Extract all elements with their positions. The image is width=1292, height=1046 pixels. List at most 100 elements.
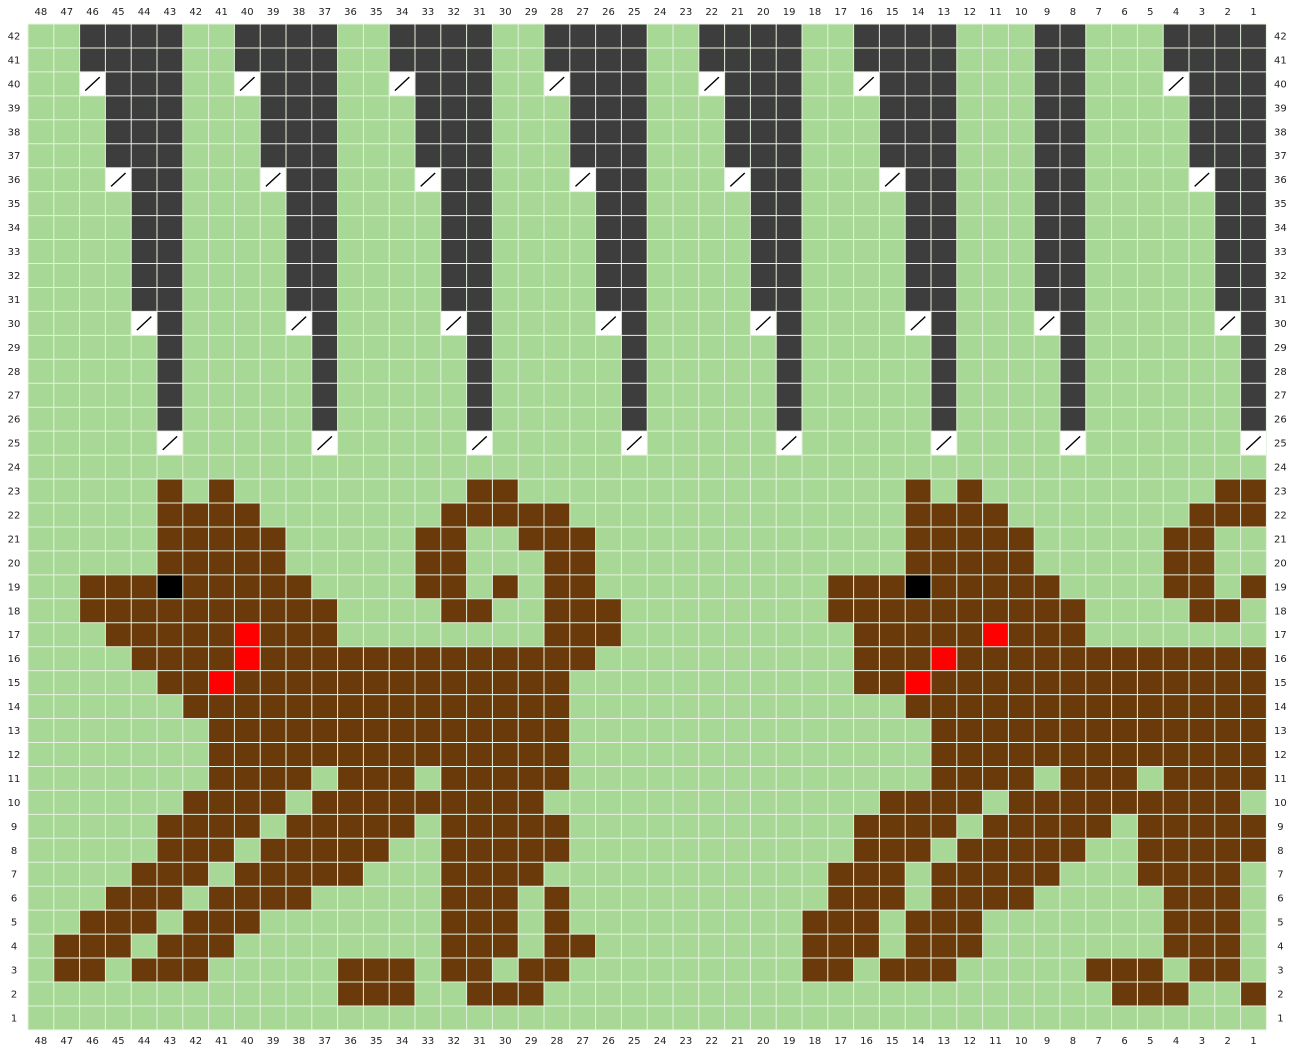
stitch-B [983,551,1009,575]
stitch-B [1137,671,1163,695]
row-label-left: 7 [11,870,17,881]
row-label-right: 24 [1274,463,1287,474]
stitch-B [1241,695,1267,719]
stitch-B [363,719,389,743]
stitch-B [286,838,312,862]
stitch-D [467,72,493,96]
stitch-B [1008,743,1034,767]
stitch-B [363,671,389,695]
stitch-B [286,743,312,767]
stitch-D [621,96,647,120]
stitch-B [492,934,518,958]
stitch-B [596,623,622,647]
stitch-B [1008,838,1034,862]
stitch-B [931,790,957,814]
stitch-B [338,743,364,767]
stitch-B [467,503,493,527]
stitch-D [879,96,905,120]
stitch-B [983,838,1009,862]
stitch-B [157,862,183,886]
stitch-B [1112,958,1138,982]
stitch-B [905,790,931,814]
row-label-left: 19 [8,582,21,593]
stitch-D [931,48,957,72]
stitch-B [931,719,957,743]
column-label-top: 45 [112,7,125,18]
stitch-B [183,623,209,647]
stitch-B [1241,575,1267,599]
stitch-B [854,814,880,838]
stitch-B [441,910,467,934]
stitch-B [544,910,570,934]
stitch-B [931,503,957,527]
stitch-B [183,934,209,958]
stitch-B [209,599,235,623]
stitch-B [105,599,131,623]
stitch-B [983,503,1009,527]
stitch-B [1034,647,1060,671]
stitch-D [750,72,776,96]
column-label-bottom: 16 [860,1036,873,1046]
stitch-B [931,671,957,695]
stitch-B [234,575,260,599]
stitch-B [1060,647,1086,671]
stitch-B [183,814,209,838]
stitch-D [596,192,622,216]
stitch-B [260,719,286,743]
stitch-D [1060,287,1086,311]
stitch-B [1189,934,1215,958]
stitch-D [931,192,957,216]
stitch-B [260,527,286,551]
stitch-B [1060,790,1086,814]
stitch-D [1215,48,1241,72]
stitch-D [776,216,802,240]
stitch-D [621,407,647,431]
stitch-B [854,886,880,910]
stitch-B [312,719,338,743]
stitch-D [776,120,802,144]
stitch-B [905,838,931,862]
stitch-B [260,575,286,599]
stitch-B [1189,766,1215,790]
stitch-D [596,48,622,72]
stitch-B [234,599,260,623]
stitch-B [1060,671,1086,695]
stitch-D [1189,48,1215,72]
column-label-top: 27 [576,7,589,18]
stitch-B [931,934,957,958]
stitch-B [1086,695,1112,719]
stitch-B [879,599,905,623]
stitch-D [699,24,725,48]
stitch-B [183,575,209,599]
stitch-B [905,623,931,647]
stitch-B [1008,886,1034,910]
stitch-D [750,192,776,216]
stitch-D [312,120,338,144]
stitch-R [234,623,260,647]
stitch-D [467,311,493,335]
stitch-B [1008,575,1034,599]
stitch-D [1241,48,1267,72]
row-label-right: 15 [1274,678,1287,689]
stitch-B [260,766,286,790]
stitch-B [957,527,983,551]
stitch-D [750,48,776,72]
stitch-B [260,886,286,910]
column-label-top: 8 [1070,7,1076,18]
stitch-B [389,671,415,695]
stitch-D [467,240,493,264]
stitch-D [621,24,647,48]
stitch-B [1034,862,1060,886]
stitch-D [1241,192,1267,216]
row-label-right: 9 [1277,822,1283,833]
stitch-B [389,766,415,790]
stitch-D [389,24,415,48]
stitch-D [105,24,131,48]
stitch-D [131,120,157,144]
stitch-B [183,551,209,575]
stitch-B [983,599,1009,623]
stitch-B [1189,862,1215,886]
stitch-B [234,886,260,910]
stitch-B [389,982,415,1006]
row-label-left: 4 [11,942,17,953]
